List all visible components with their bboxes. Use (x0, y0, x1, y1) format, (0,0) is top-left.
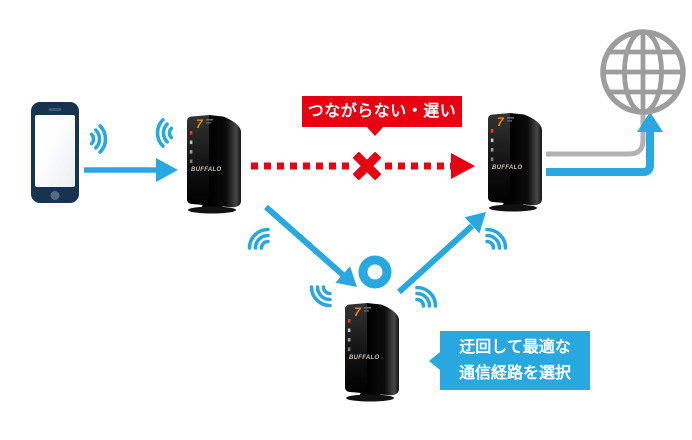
blocked-path-arrow (251, 153, 475, 179)
router-2: 7 BUFFALO (488, 113, 542, 212)
phone-speaker (48, 108, 62, 111)
wifi-waves-icon (305, 279, 338, 312)
callout-tail-left (429, 352, 440, 370)
wifi-waves-icon (243, 223, 276, 256)
wifi-waves-icon (409, 281, 442, 314)
router-badge: 7 (196, 117, 204, 131)
problem-callout-text: つながらない・遅い (307, 103, 457, 120)
phone-to-router-arrow (84, 158, 178, 182)
globe-grid-icon (600, 29, 686, 115)
phone-screen (35, 115, 75, 187)
router3-to-router2-arrow (396, 212, 486, 295)
solution-callout-line1: 迂回して最適な (459, 339, 571, 356)
router-3: 7 BUFFALO (345, 303, 399, 402)
router-brand-label: BUFFALO (492, 165, 522, 171)
router-badge: 7 (354, 305, 362, 319)
red-x-icon (353, 152, 381, 180)
wifi-waves-icon (479, 223, 512, 256)
solution-callout: 迂回して最適な 通信経路を選択 (429, 331, 590, 390)
blue-circle-ok-icon (358, 255, 392, 289)
router-brand-label: BUFFALO (191, 167, 221, 173)
phone-home-button (50, 191, 60, 200)
router1-to-router3-arrow (264, 204, 357, 287)
callout-tail-down (366, 126, 384, 136)
problem-callout: つながらない・遅い (302, 96, 462, 136)
internet-cable (546, 108, 646, 157)
router-badge: 7 (497, 115, 505, 129)
router-1: 7 BUFFALO (187, 115, 241, 214)
router2-uplink-arrow (546, 112, 663, 176)
solution-callout-line2: 通信経路を選択 (458, 365, 571, 382)
wifi-waves-icon (155, 118, 174, 148)
smartphone (31, 102, 79, 203)
wifi-waves-icon (89, 124, 108, 154)
router-brand-label: BUFFALO (349, 355, 379, 361)
